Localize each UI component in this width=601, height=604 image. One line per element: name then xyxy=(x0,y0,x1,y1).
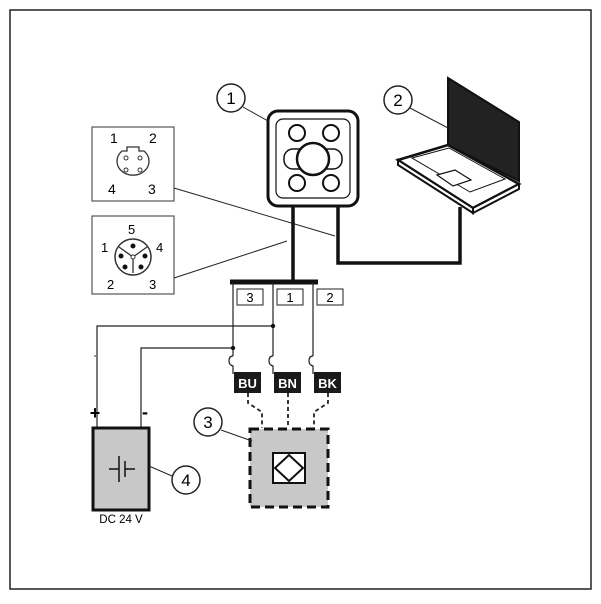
terminal-box: 3 xyxy=(236,288,264,306)
terminal-label: 3 xyxy=(246,290,253,305)
callout-circle xyxy=(383,85,413,115)
minus-sign: - xyxy=(142,402,148,422)
ethernet-cable xyxy=(336,206,462,265)
laptop-icon xyxy=(395,76,522,215)
negative-wire xyxy=(140,347,233,428)
callout-sensor: 3 xyxy=(203,413,212,432)
wire-hook xyxy=(268,355,274,374)
power-supply xyxy=(91,426,151,512)
callout-power-supply: 4 xyxy=(181,471,190,490)
m8-pin-label: 4 xyxy=(108,181,116,197)
m8-connector-pinout: 1 2 4 3 xyxy=(91,126,175,202)
terminal-label: 2 xyxy=(326,290,333,305)
diagram-frame xyxy=(9,9,592,590)
m12-pin-label: 2 xyxy=(107,277,114,292)
m8-pin-label: 1 xyxy=(110,130,118,146)
wire-color-label: BN xyxy=(274,372,301,393)
m12-pin-label: 3 xyxy=(149,277,156,292)
leader-line xyxy=(173,187,336,237)
sensor-wires xyxy=(247,393,329,428)
callout-leader xyxy=(242,106,269,122)
callout-circle xyxy=(193,407,223,437)
m8-pin-label: 3 xyxy=(148,181,156,197)
wire-hook xyxy=(308,355,314,374)
terminal-box: 2 xyxy=(316,288,344,306)
callout-leader xyxy=(148,465,173,477)
callout-laptop: 2 xyxy=(393,91,402,110)
callout-leader xyxy=(220,429,253,442)
wire-color-label: BU xyxy=(234,372,261,393)
callout-circle xyxy=(171,465,201,495)
wire-color-text: BN xyxy=(278,376,297,391)
m12-pin-label: 1 xyxy=(101,240,108,255)
leader-line xyxy=(173,240,288,279)
m8-pin-label: 2 xyxy=(149,130,157,146)
stray-dot xyxy=(94,355,96,357)
power-supply-label: DC 24 V xyxy=(99,514,143,526)
junction-dot xyxy=(270,323,276,329)
sensor-device xyxy=(248,427,330,509)
plus-sign: + xyxy=(90,403,101,423)
m12-connector-pinout: 5 1 4 2 3 xyxy=(91,215,175,295)
wire-hook xyxy=(228,355,234,374)
callout-leader xyxy=(409,107,449,129)
m12-pin-label: 4 xyxy=(156,240,163,255)
junction-dot xyxy=(230,345,236,351)
positive-wire xyxy=(96,325,273,428)
wire-color-text: BK xyxy=(318,376,337,391)
wire-color-text: BU xyxy=(238,376,257,391)
wire-color-label: BK xyxy=(314,372,341,393)
terminal-box: 1 xyxy=(276,288,304,306)
camera-device xyxy=(266,109,360,208)
callout-circle xyxy=(216,83,246,113)
callout-camera: 1 xyxy=(226,89,235,108)
terminal-label: 1 xyxy=(286,290,293,305)
m12-pin-label: 5 xyxy=(128,222,135,237)
